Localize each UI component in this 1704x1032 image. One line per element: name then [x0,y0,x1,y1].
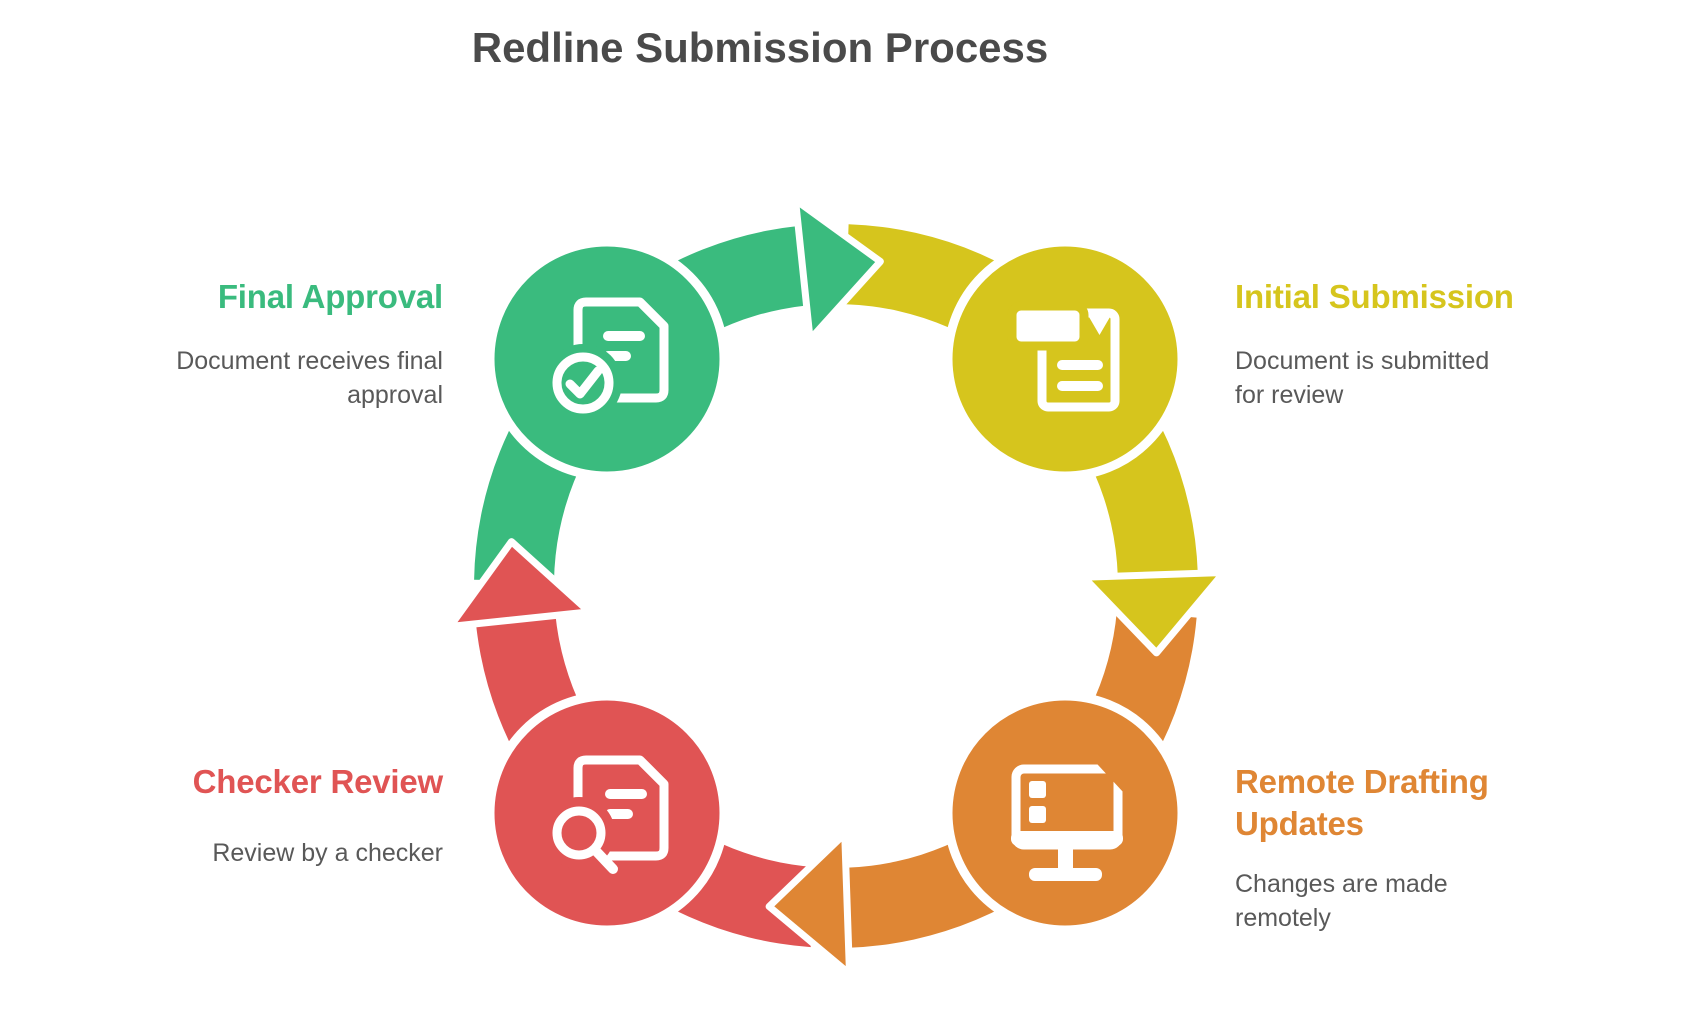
stage-label-initial-submission: Initial Submission [1235,278,1514,315]
corner-marker [1089,317,1110,335]
arc-segment-remote-drafting [845,610,1197,948]
arrowhead-top-right-icon [792,196,884,343]
screen-corner-cut [1086,752,1136,806]
stage-description-initial-submission: Document is submitted for review [1235,347,1490,409]
text-line [605,809,633,819]
arc-segment-initial-submission [845,224,1198,577]
arc-segment-final-approval [474,226,807,582]
monitor-icon [1011,752,1136,881]
arrowhead-right-down-icon [1080,569,1228,657]
stage-label-remote-drafting: Remote Drafting Updates [1235,763,1489,842]
stage-description-final-approval: Document receives final approval [176,347,443,409]
document-check-icon [544,297,669,422]
tray-slot [1007,301,1089,351]
text-line [605,789,647,799]
arc-segment-checker-review [476,615,817,948]
stage-label-final-approval: Final Approval [217,278,443,315]
document-submission-icon [1007,301,1120,412]
check-mark [565,366,603,399]
arrowhead-left-up-icon [446,538,593,630]
stage-circle-remote-drafting [943,691,1187,935]
screen-bottom-bar [1011,831,1123,846]
text-line [1057,360,1103,370]
stage-description-remote-drafting: Changes are made remotely [1235,870,1448,932]
document-search-icon [543,755,669,874]
magnifier-handle [591,846,618,874]
screen-item [1029,806,1046,823]
text-line [1057,381,1103,391]
magnifier-lens [552,806,606,860]
stage-circle-initial-submission [943,237,1187,481]
monitor-stand [1058,846,1073,870]
arrowhead-bottom-left-icon [765,830,853,978]
monitor-base [1029,868,1102,881]
text-line [603,331,645,341]
stage-description-checker-review: Review by a checker [212,839,443,867]
stage-label-checker-review: Checker Review [192,763,444,800]
page-title: Redline Submission Process [471,24,1049,71]
screen-item [1029,781,1046,798]
